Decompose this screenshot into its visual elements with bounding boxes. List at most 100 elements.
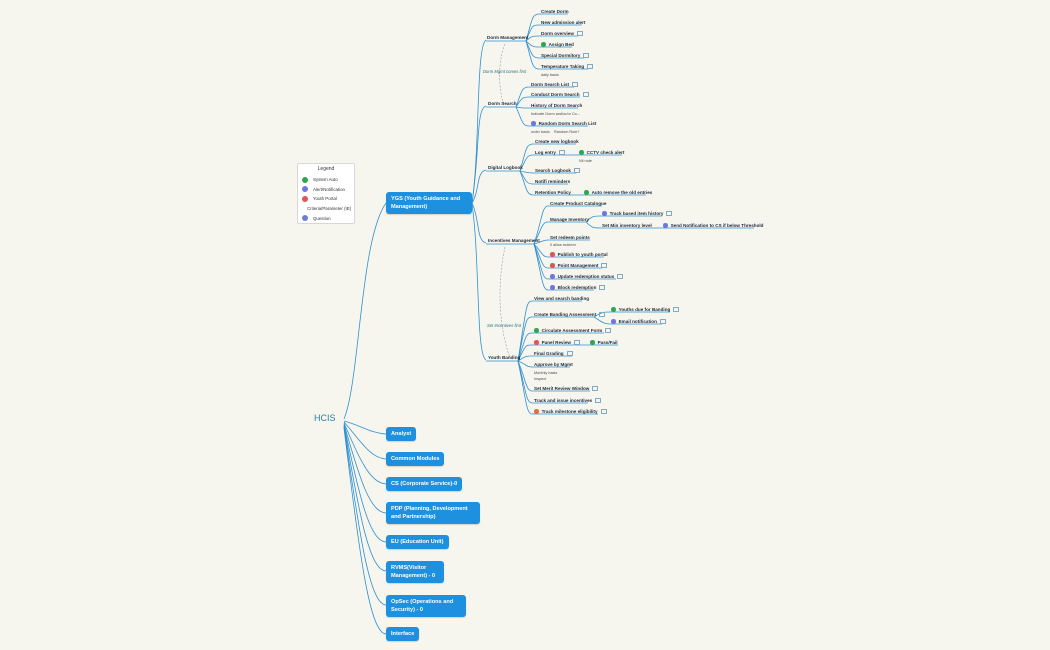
topic-item[interactable]: Conduct Dorm Search	[531, 92, 589, 98]
topic-item[interactable]: Track milestone eligibility	[534, 409, 607, 415]
topic-item[interactable]: Manage Inventory	[550, 217, 590, 222]
topic-item[interactable]: Approve by Mgmt	[534, 362, 573, 367]
topic-item[interactable]: Search Logbook	[535, 168, 580, 174]
topic-item[interactable]: Circulate Assessment Form	[534, 328, 612, 334]
topic-item[interactable]: Assign Bed	[541, 42, 574, 48]
branch-cs[interactable]: CS (Corporate Service)-0	[386, 477, 463, 491]
note-icon	[582, 92, 589, 98]
legend-item-criteria: Criteria/Parameter (IE)	[307, 206, 352, 212]
topic-item[interactable]: Update redemption status	[550, 274, 624, 280]
topic-item[interactable]: Auto remove the old entries	[584, 190, 652, 196]
topic-item[interactable]: Create Product Catalogue	[550, 201, 607, 206]
alert-icon	[531, 121, 536, 127]
topic-item[interactable]: Retention Policy	[535, 190, 571, 195]
note-label: order basis	[531, 130, 550, 134]
topic-item[interactable]: Publish to youth portal	[550, 252, 608, 258]
note-icon	[599, 312, 606, 318]
topic-item[interactable]: Pass/Fail	[590, 340, 618, 346]
topic-youth-banding[interactable]: Youth Banding	[488, 355, 521, 360]
note-icon	[659, 319, 666, 325]
topic-item[interactable]: Create Dorm	[541, 9, 569, 14]
root-topic[interactable]: HCIS	[314, 413, 336, 423]
topic-item[interactable]: View and search banding	[534, 296, 590, 301]
branch-opsec[interactable]: OpSec (Operations and Security) - 0	[386, 595, 466, 617]
topic-item[interactable]: Log entry	[535, 150, 565, 156]
topic-item[interactable]: Temperature Taking	[541, 64, 594, 70]
note-label: Nil note	[579, 159, 592, 163]
note-icon	[558, 150, 565, 156]
topic-item[interactable]: Notifi reminders	[535, 179, 571, 184]
branch-pdp[interactable]: PDP (Planning, Development and Partnersh…	[386, 502, 480, 524]
system-auto-icon	[534, 328, 539, 334]
topic-item[interactable]: Send Notification to CS if below Thresho…	[663, 223, 764, 229]
topic-item[interactable]: New admission alert	[541, 20, 586, 25]
branch-analyst[interactable]: Analyst	[386, 427, 417, 441]
youth-portal-icon	[550, 252, 555, 258]
alert-icon	[550, 285, 555, 291]
topic-dorm-management[interactable]: Dorm Management	[487, 35, 529, 40]
youth-portal-icon	[550, 263, 555, 269]
note-icon	[595, 398, 602, 404]
note-icon	[592, 386, 599, 392]
topic-item[interactable]: Youths due for Banding	[611, 307, 680, 313]
system-auto-icon	[584, 190, 589, 196]
legend-item-question: Question	[302, 213, 350, 223]
system-auto-icon	[541, 42, 546, 48]
note-label: 0 allow redeem	[550, 243, 576, 247]
note-icon	[666, 211, 673, 217]
note-icon	[587, 64, 594, 70]
alert-icon	[302, 186, 308, 193]
note-label: Random Rule?	[554, 130, 580, 134]
legend-title: Legend	[317, 166, 335, 172]
note-icon	[573, 340, 580, 346]
topic-item[interactable]: Dorm Search List	[531, 82, 579, 88]
legend-item-system-auto: System Auto	[302, 175, 350, 185]
topic-item[interactable]: Random Dorm Search List	[531, 121, 596, 127]
topic-item[interactable]: Set redeem points	[550, 235, 590, 240]
note-icon	[617, 274, 624, 280]
question-icon	[302, 215, 308, 222]
note-icon	[583, 53, 590, 59]
youth-portal-icon	[534, 340, 539, 346]
criteria-icon	[534, 409, 539, 415]
branch-rvms[interactable]: RVMS(Visitor Management) - 0	[386, 561, 444, 583]
topic-item[interactable]: Create Banding Assessment	[534, 312, 606, 318]
note-label: Inspect	[534, 377, 547, 381]
note-label: Monthly basis	[534, 371, 558, 375]
note-icon	[566, 351, 573, 357]
topic-item[interactable]: Set Merit Review Window	[534, 386, 599, 392]
topic-item[interactable]: Email notification	[611, 319, 666, 325]
topic-item[interactable]: Track and issue incentives	[534, 398, 602, 404]
relationship-label: Dorm Mgmt comes first	[483, 69, 527, 74]
youth-portal-icon	[302, 195, 308, 202]
topic-item[interactable]: Point Management	[550, 263, 608, 269]
branch-common-modules[interactable]: Common Modules	[386, 452, 445, 466]
alert-icon	[663, 223, 668, 229]
topic-item[interactable]: Track based item history	[602, 211, 673, 217]
topic-item[interactable]: Panel Review	[534, 340, 580, 346]
alert-icon	[550, 274, 555, 280]
note-icon	[572, 82, 579, 88]
note-icon	[600, 409, 607, 415]
topic-item[interactable]: Set Min inventory level	[602, 223, 652, 228]
topic-item[interactable]: Block redemption	[550, 285, 606, 291]
alert-icon	[602, 211, 607, 217]
note-label: daily basis	[541, 73, 559, 77]
topic-item[interactable]: Final Grading	[534, 351, 573, 357]
topic-dorm-search[interactable]: Dorm Search	[488, 101, 517, 106]
legend-item-alert: Alert/Notification	[302, 185, 350, 195]
branch-interface[interactable]: Interface	[386, 627, 420, 641]
topic-incentives-management[interactable]: Incentives Management	[488, 238, 540, 243]
topic-item[interactable]: Create new logbook	[535, 139, 579, 144]
relationship-label: Set Incentives first	[487, 323, 522, 328]
system-auto-icon	[590, 340, 595, 346]
topic-item[interactable]: Special Dormitory	[541, 53, 590, 59]
legend-item-youth-portal: Youth Portal	[302, 194, 350, 204]
branch-eu[interactable]: EU (Education Unit)	[386, 535, 449, 549]
topic-item[interactable]: History of Dorm Search	[531, 103, 583, 108]
topic-item[interactable]: Dorm overview	[541, 31, 583, 37]
branch-ygs[interactable]: YGS (Youth Guidance and Management)	[386, 192, 472, 214]
topic-digital-logbook[interactable]: Digital Logbook	[488, 165, 523, 170]
legend-panel: Legend System Auto Alert/Notification Yo…	[297, 163, 355, 224]
topic-item[interactable]: CCTV check alert	[579, 150, 624, 156]
